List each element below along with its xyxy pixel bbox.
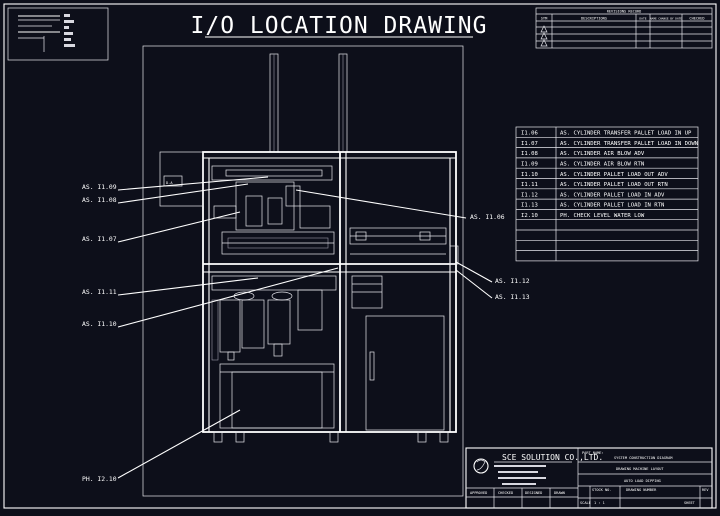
stock-label: STOCK NO. [592, 488, 611, 492]
rev-col-name: NAME CHANGE BY DATE [650, 17, 682, 21]
io-code: I1.07 [521, 141, 538, 147]
rev-col-sym: SYM [541, 17, 548, 21]
io-code: I1.10 [521, 172, 538, 178]
io-code: I2.10 [521, 213, 538, 219]
callout-i111: AS. I1.11 [82, 288, 117, 296]
callout-i107: AS. I1.07 [82, 235, 117, 243]
svg-text:D-A: D-A [166, 181, 173, 185]
part-name: SYSTEM CONSTRUCTION DIAGRAM [614, 456, 673, 460]
io-code: I1.08 [521, 151, 538, 157]
company-logo-icon [473, 458, 489, 474]
rev-label: REV [702, 488, 709, 492]
revision-header: REVISIONS RECORD [607, 10, 642, 14]
callout-i109: AS. I1.09 [82, 183, 117, 191]
callout-i108: AS. I1.08 [82, 196, 117, 204]
io-description: AS. CYLINDER PALLET LOAD IN RTN [560, 203, 664, 209]
drawing-label: DRAWING MACHINE LAYOUT [616, 467, 664, 471]
callout-i106: AS. I1.06 [470, 213, 505, 221]
project-name: AUTO LOAD DIPPING [624, 479, 661, 483]
callout-i112: AS. I1.12 [495, 277, 530, 285]
revision-triangle-icon [540, 39, 548, 47]
callout-i210: PH. I2.10 [82, 475, 117, 483]
drawing-title: I/O LOCATION DRAWING [191, 13, 488, 39]
rev-col-checked: CHECKED [689, 17, 704, 21]
callout-i110: AS. I1.10 [82, 320, 117, 328]
sheet-label: SHEET [684, 501, 696, 505]
legend-box [7, 7, 109, 61]
io-description: AS. CYLINDER AIR BLOW ADV [560, 151, 645, 157]
scale-label: SCALE [580, 501, 591, 505]
io-code: I1.11 [521, 182, 538, 188]
io-description: AS. CYLINDER PALLET LOAD IN ADV [560, 192, 665, 198]
io-description: AS. CYLINDER PALLET LOAD OUT RTN [560, 182, 668, 188]
revision-triangle-icon [540, 32, 548, 40]
sig-designed: DESIGNED [525, 491, 542, 495]
revision-triangle-icon [540, 25, 548, 33]
io-description: AS. CYLINDER TRANSFER PALLET LOAD IN DOW… [560, 141, 698, 147]
title-block [465, 447, 713, 509]
io-code: I1.06 [521, 131, 538, 137]
sig-approved: APPROVED [470, 491, 487, 495]
io-description: AS. CYLINDER TRANSFER PALLET LOAD IN UP [560, 131, 692, 137]
machine-drawing: D-A [142, 45, 464, 497]
part-name-label: PART NAME: [582, 451, 604, 455]
rev-col-desc: DESCRIPTIONS [581, 17, 607, 21]
callout-i113: AS. I1.13 [495, 293, 530, 301]
io-code: I1.12 [521, 192, 538, 198]
callout-leaders [117, 176, 493, 479]
sheet-border [3, 3, 717, 509]
io-code: I1.09 [521, 162, 538, 168]
io-description: AS. CYLINDER AIR BLOW RTN [560, 162, 644, 168]
io-code: I1.13 [521, 203, 538, 209]
rev-col-date: DATE [639, 17, 646, 21]
scale-value: 1 : 1 [594, 501, 605, 505]
sig-checked: CHECKED [498, 491, 513, 495]
drawing-number-label: DRAWING NUMBER [626, 488, 657, 492]
revision-table: REVISIONS RECORD SYM DESCRIPTIONS DATE N… [535, 7, 713, 49]
company-name: SCE SOLUTION CO.,LTD. [502, 453, 603, 462]
sig-drawn: DRAWN [554, 491, 565, 495]
io-description: AS. CYLINDER PALLET LOAD OUT ADV [560, 172, 668, 178]
io-description: PH. CHECK LEVEL WATER LOW [560, 213, 645, 219]
